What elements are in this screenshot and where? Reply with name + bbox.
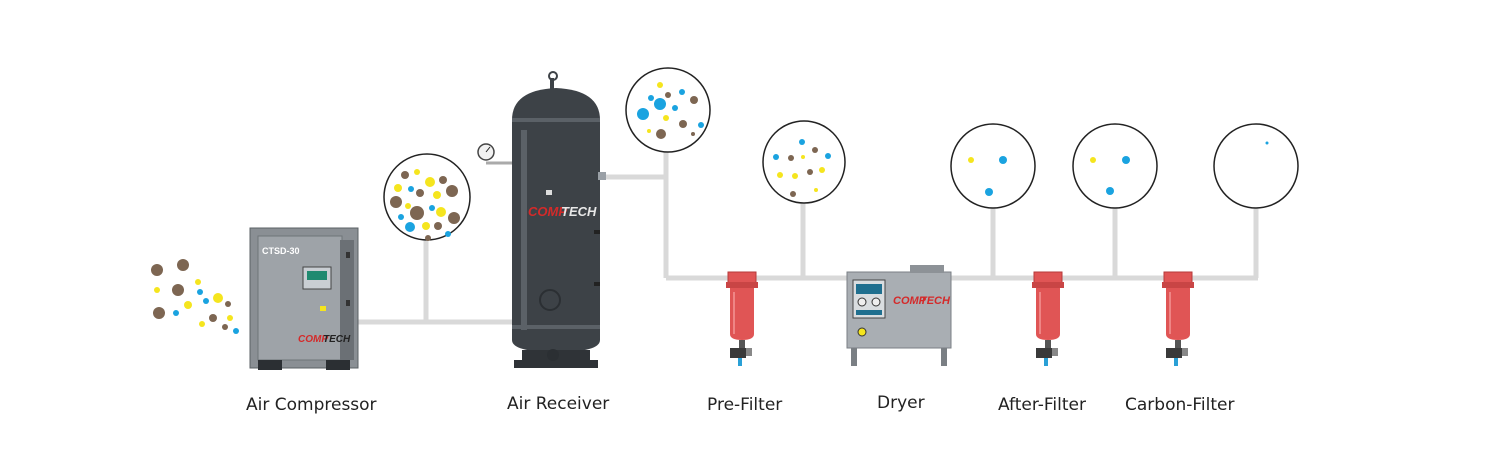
compressor-brand-comp: COMP <box>298 334 328 345</box>
pre-filter-icon <box>726 271 758 366</box>
receiver-brand-tech: TECH <box>561 204 597 219</box>
compressor-warning-sticker <box>320 306 326 311</box>
contamination-bubble-afterfilter-outlet <box>1072 123 1158 209</box>
label-air-receiver: Air Receiver <box>507 394 609 414</box>
label-after-filter: After-Filter <box>998 395 1086 415</box>
intake-particles <box>151 259 239 334</box>
label-air-compressor: Air Compressor <box>246 395 377 415</box>
contamination-bubble-compressor-outlet <box>383 153 471 241</box>
refrigerated-dryer-icon: COMP TECH <box>846 265 952 366</box>
contamination-bubble-receiver-outlet <box>625 67 711 153</box>
dryer-brand-tech: TECH <box>920 295 951 307</box>
pipe-network <box>358 152 1259 325</box>
air-receiver-tank-icon: COMP TECH <box>477 71 606 368</box>
compressor-brand-tech: TECH <box>323 334 351 345</box>
receiver-brand-comp: COMP <box>528 204 567 219</box>
pressure-gauge-icon <box>477 143 512 165</box>
contamination-bubble-prefilter-outlet <box>762 120 846 204</box>
compressor-model-label: CTSD-30 <box>262 246 300 256</box>
after-filter-icon <box>1032 271 1064 366</box>
contamination-bubble-carbonfilter-outlet <box>1213 123 1299 209</box>
label-pre-filter: Pre-Filter <box>707 395 782 415</box>
label-carbon-filter: Carbon-Filter <box>1125 395 1234 415</box>
carbon-filter-icon <box>1162 271 1194 366</box>
contamination-bubble-dryer-outlet <box>950 123 1036 209</box>
label-dryer: Dryer <box>877 393 925 413</box>
dryer-brand-comp: COMP <box>893 295 927 307</box>
air-compressor-icon: CTSD-30 COMP TECH <box>249 227 359 370</box>
